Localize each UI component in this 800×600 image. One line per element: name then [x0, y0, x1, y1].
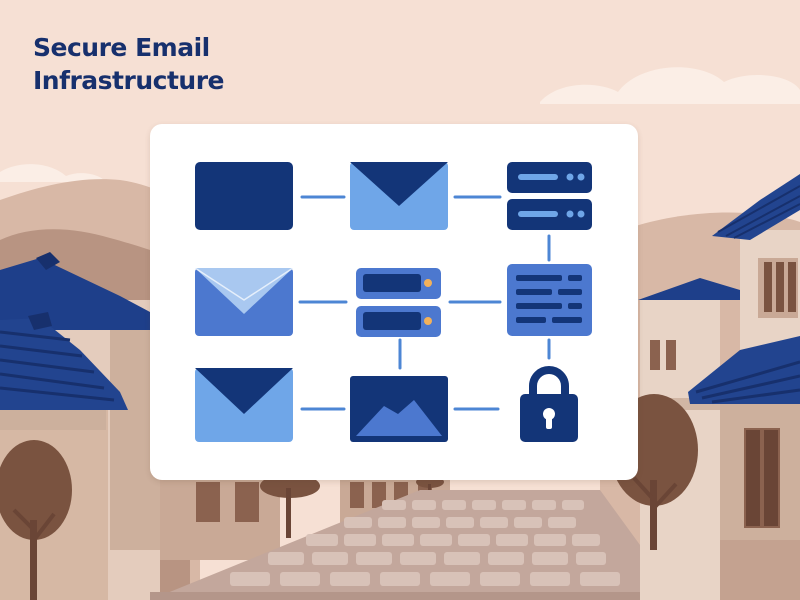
server-stack-icon — [507, 162, 592, 230]
envelope-icon — [195, 368, 293, 442]
cobblestone-road — [150, 490, 690, 600]
document-list-icon — [507, 264, 592, 336]
right-house-front — [688, 174, 800, 600]
cloud-left — [0, 164, 106, 182]
server-stack-icon — [356, 268, 441, 337]
page-title-line-2: Infrastructure — [33, 66, 225, 95]
infrastructure-diagram-card — [150, 124, 638, 480]
cloud-right — [540, 67, 800, 104]
connectors — [298, 195, 551, 411]
tree-left — [0, 440, 72, 600]
infrastructure-diagram — [194, 162, 592, 442]
envelope-icon — [350, 162, 448, 230]
image-icon — [350, 376, 448, 442]
padlock-icon — [520, 366, 578, 442]
page-title-line-1: Secure Email — [33, 33, 210, 62]
page-title: Secure Email Infrastructure — [33, 31, 225, 97]
envelope-icon — [194, 267, 294, 336]
navy-panel-icon — [195, 162, 293, 230]
